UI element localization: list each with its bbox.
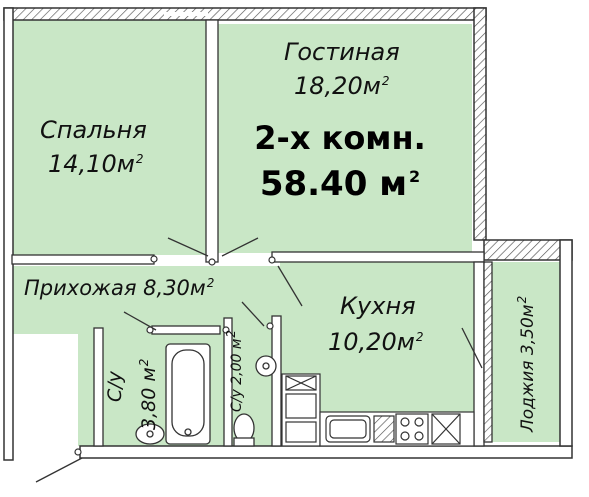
loggia-door [461, 327, 483, 369]
room-label-loggia: Лоджия 3,50м2 [515, 296, 538, 432]
room-label-bathroom: С/у [104, 371, 126, 402]
total-area-superscript: 2 [409, 167, 421, 187]
room-area-living: 18,20м2 [294, 74, 389, 98]
kitchen-fixtures [281, 373, 475, 447]
marker-3 [268, 256, 276, 264]
room-name: С/у [229, 389, 245, 412]
loggia-inner-hatch [483, 261, 493, 443]
room-label-kitchen: Кухня [340, 294, 416, 318]
kitchen-sink-inner [329, 419, 367, 439]
room-unit: м [138, 367, 160, 382]
entrance-door [35, 457, 83, 483]
bath-middle-wall [223, 317, 233, 447]
room-area: 14,10 [48, 150, 117, 178]
room-area: 8,30 [143, 276, 190, 300]
room-label-bedroom: Спальня [40, 118, 147, 142]
room-label-living: Гостиная [284, 40, 400, 64]
living-door [221, 237, 259, 257]
room-area: 2,00 [229, 353, 245, 385]
marker-7 [74, 448, 82, 456]
bathtub-inner [171, 349, 205, 437]
living-kitchen-wall [271, 251, 485, 263]
bath-sink-drain [146, 430, 154, 438]
room-superscript: 2 [135, 152, 144, 166]
north-wall [3, 7, 487, 21]
room-area-bathroom: 3,80 м2 [136, 358, 160, 430]
total-area-unit: м [379, 163, 408, 204]
room-unit: м [396, 328, 415, 356]
burner-2 [414, 417, 424, 427]
south-wall [79, 445, 573, 459]
kitchen-door [277, 265, 303, 307]
wall-gap [164, 12, 208, 16]
door-swings [35, 237, 483, 483]
bedroom-door [167, 237, 209, 257]
marker-5 [222, 326, 230, 334]
wc-door [241, 301, 265, 327]
bathroom-fixtures [135, 343, 277, 447]
drainboard [373, 415, 395, 443]
loggia-north-wall [483, 239, 573, 261]
apartment-title: 2-х комн. [254, 119, 426, 157]
room-unit: м [189, 276, 206, 300]
marker-6 [266, 322, 274, 330]
marker-1 [150, 255, 158, 263]
room-area-bedroom: 14,10м2 [48, 152, 143, 176]
room-name: Лоджия [518, 360, 538, 432]
loggia-east-wall [559, 239, 573, 447]
bath-north-wall [151, 325, 221, 335]
room-name: Спальня [40, 116, 147, 144]
room-area: 10,20 [328, 328, 397, 356]
bath-west-wall [93, 327, 104, 447]
room-unit: м [362, 72, 381, 100]
loggia-area [484, 262, 564, 442]
room-superscript: 2 [206, 276, 215, 290]
marker-4 [146, 326, 154, 334]
room-name: С/у [104, 371, 126, 402]
room-unit: м [116, 150, 135, 178]
fridge [285, 393, 317, 419]
room-area: 3,80 [138, 387, 160, 430]
stove [395, 413, 429, 445]
room-unit: м [518, 304, 538, 318]
marker-2 [208, 258, 216, 266]
cabinet-bottom [285, 421, 317, 443]
bedroom-living-wall [205, 19, 219, 263]
bedroom-hall-wall-left [11, 254, 155, 265]
west-wall [3, 7, 14, 461]
room-superscript: 2 [415, 330, 424, 344]
wc-sink-drain [262, 362, 270, 370]
room-superscript: 2 [136, 358, 151, 367]
room-name: Прихожая [24, 276, 137, 300]
hallway-area [12, 266, 280, 334]
bedroom-area [12, 20, 210, 255]
room-superscript: 2 [515, 295, 530, 304]
room-area-kitchen: 10,20м2 [328, 330, 423, 354]
room-area: 3,50 [518, 317, 538, 356]
wc-east-wall [271, 315, 282, 447]
toilet-tank [233, 437, 255, 447]
burner-3 [400, 431, 410, 441]
burner-1 [400, 417, 410, 427]
room-label-wc: С/у 2,00 м2 [224, 330, 245, 412]
total-area-value: 58.40 [259, 163, 368, 204]
burner-4 [414, 431, 424, 441]
room-area: 18,20 [294, 72, 363, 100]
room-superscript: 2 [224, 329, 239, 338]
room-name: Гостиная [284, 38, 400, 66]
room-superscript: 2 [381, 74, 390, 88]
living-room-area [218, 24, 472, 253]
room-unit: м [229, 338, 245, 350]
wall-markers [74, 255, 276, 456]
room-label-hallway: Прихожая 8,30м2 [24, 276, 215, 300]
room-name: Кухня [340, 292, 416, 320]
external-walls [3, 7, 573, 461]
east-wall-upper [473, 7, 487, 241]
bathtub-drain [184, 428, 192, 436]
